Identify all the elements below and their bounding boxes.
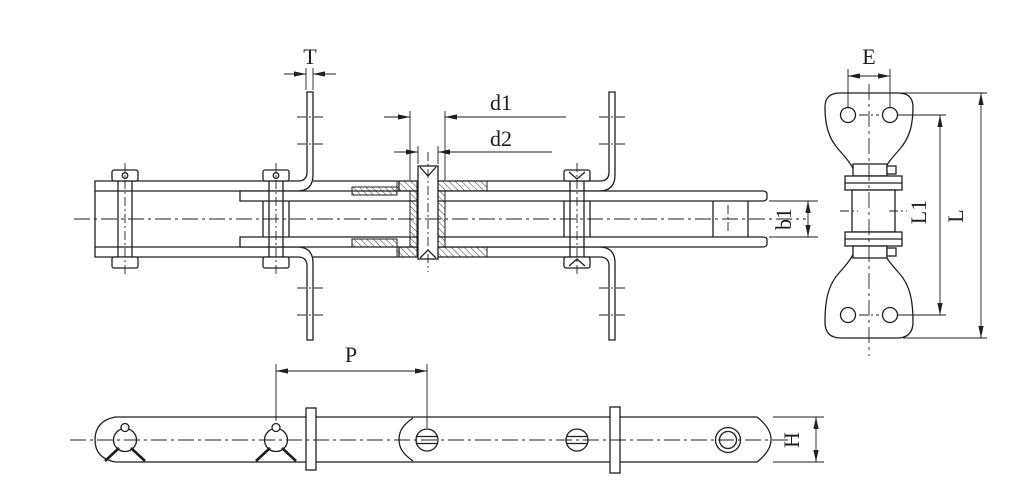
dim-label-b1: b1 xyxy=(771,208,796,230)
dim-label-t: T xyxy=(303,44,317,69)
end-view: E L1 L xyxy=(824,44,987,356)
dim-L1: L1 xyxy=(898,114,946,316)
dim-label-e: E xyxy=(862,44,875,69)
open-bushing-joint xyxy=(712,201,749,237)
dim-label-h: H xyxy=(779,432,804,448)
dim-label-l1: L1 xyxy=(906,200,931,224)
attachment-hole xyxy=(839,106,857,124)
dim-P: P xyxy=(275,342,428,428)
dim-T: T xyxy=(284,44,336,90)
attachment-hole xyxy=(839,306,857,324)
dim-label-d2: d2 xyxy=(490,126,512,151)
dim-label-d1: d1 xyxy=(490,90,512,115)
dim-b1: b1 xyxy=(769,200,818,238)
attachment-hole xyxy=(881,106,899,124)
plate-overlap-arc xyxy=(398,417,414,462)
dim-label-p: P xyxy=(345,342,357,367)
inner-link-plate xyxy=(239,190,768,202)
attachment-hole xyxy=(881,306,899,324)
dim-L: L xyxy=(901,92,987,339)
side-view: T d1 d2 b1 xyxy=(74,44,818,341)
dim-d1: d1 xyxy=(384,90,566,180)
dim-H: H xyxy=(773,416,824,463)
link-stack xyxy=(844,163,903,259)
pin-head-cotter xyxy=(255,422,297,462)
dim-E: E xyxy=(847,44,891,107)
dim-d2: d2 xyxy=(394,126,552,164)
plan-view: P H xyxy=(70,342,824,474)
attachment-edge-baffle xyxy=(305,407,317,471)
dim-label-l: L xyxy=(943,209,968,222)
inner-link-plate xyxy=(239,236,768,248)
